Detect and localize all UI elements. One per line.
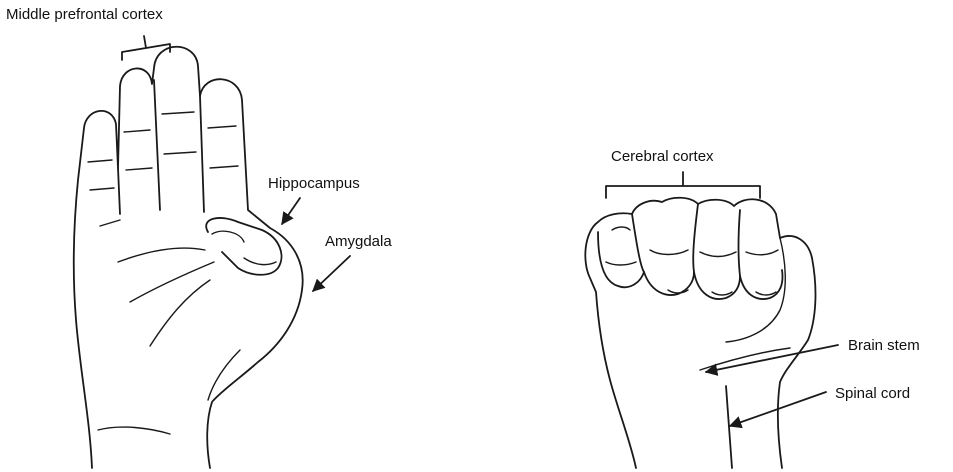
fist-outline <box>585 198 815 468</box>
spinal-cord-line <box>726 386 732 468</box>
arrow-amygdala <box>313 256 350 291</box>
label-amygdala: Amygdala <box>325 233 392 250</box>
label-brain-stem: Brain stem <box>848 337 920 354</box>
arrow-brain-stem <box>706 345 838 372</box>
arrow-hippocampus <box>282 198 300 224</box>
open-hand-outline <box>74 47 303 468</box>
finger-gap-2 <box>154 80 160 210</box>
thumb-crease <box>244 258 276 265</box>
label-cerebral-cortex: Cerebral cortex <box>611 148 714 165</box>
fist-fingers <box>598 204 783 299</box>
open-hand-illustration <box>74 47 303 468</box>
palm-lines <box>118 248 240 400</box>
folded-thumb <box>206 218 281 275</box>
bracket-middle-prefrontal-cortex <box>122 36 170 60</box>
finger-gap-1 <box>118 168 120 214</box>
closed-fist-illustration <box>585 198 815 468</box>
thumb-nail <box>212 231 244 242</box>
fist-wrist-crease <box>700 348 790 370</box>
finger-creases <box>88 112 238 226</box>
label-middle-prefrontal-cortex: Middle prefrontal cortex <box>6 6 163 23</box>
label-spinal-cord: Spinal cord <box>835 385 910 402</box>
open-hand-wrist <box>98 427 170 434</box>
fist-thumb-line <box>726 238 785 342</box>
label-hippocampus: Hippocampus <box>268 175 360 192</box>
finger-gap-3 <box>200 96 204 212</box>
bracket-cerebral-cortex <box>606 172 760 198</box>
